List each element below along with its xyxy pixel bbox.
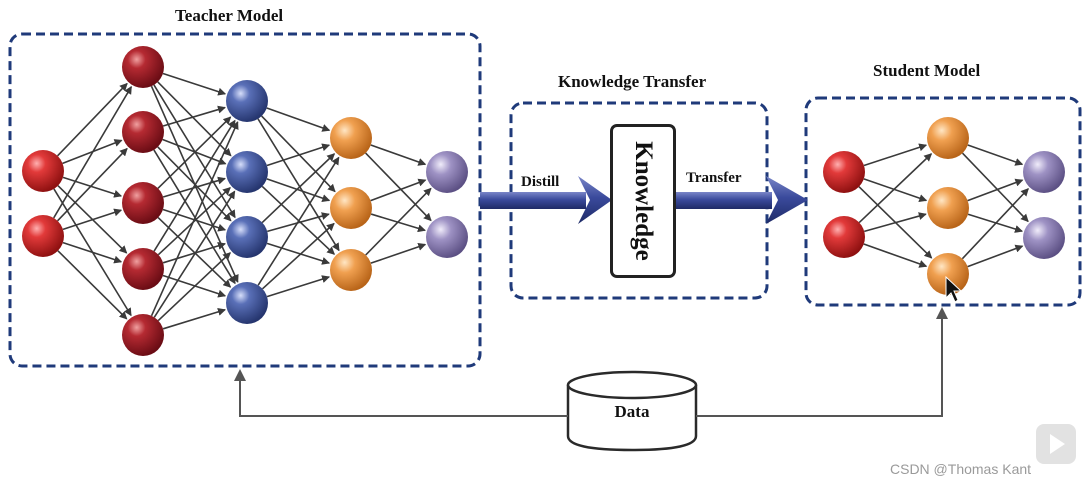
student-edge [967, 144, 1024, 166]
teacher-node-layer2-4 [122, 248, 164, 290]
teacher-node-layer2-2 [122, 111, 164, 153]
student-edge [863, 143, 928, 167]
student-model-frame [804, 96, 1082, 307]
teacher-node-layer1-2 [22, 215, 64, 257]
teacher-edge [257, 156, 340, 286]
teacher-node-layer2-3 [122, 182, 164, 224]
teacher-node-layer4-2 [330, 187, 372, 229]
teacher-edge [153, 119, 236, 252]
teacher-edge [62, 208, 123, 231]
teacher-node-layer2-1 [122, 46, 164, 88]
teacher-edge [261, 222, 335, 290]
data-connectors [234, 307, 948, 417]
student-edge [863, 243, 928, 268]
transfer-label: Transfer [686, 170, 742, 186]
teacher-edge [162, 307, 226, 330]
student-node-layer2-1 [927, 117, 969, 159]
knowledge-transfer-title: Knowledge Transfer [558, 72, 707, 91]
teacher-edge [157, 216, 232, 288]
data-label: Data [614, 402, 650, 421]
student-node-layer3-1 [1023, 151, 1065, 193]
teacher-model-title: Teacher Model [175, 6, 284, 25]
teacher-edge [150, 121, 239, 317]
teacher-edge [62, 176, 123, 198]
student-node-layer2-2 [927, 187, 969, 229]
teacher-edge [153, 190, 236, 318]
teacher-edge [153, 149, 236, 285]
teacher-edge [266, 178, 331, 202]
teacher-edge [56, 82, 128, 157]
teacher-edge [157, 252, 231, 322]
student-node-layer1-1 [823, 151, 865, 193]
teacher-node-layer3-2 [226, 151, 268, 193]
teacher-edge [266, 242, 331, 265]
teacher-edge [266, 275, 331, 298]
student-edge [967, 178, 1024, 202]
student-edge [858, 153, 933, 224]
play-icon [1036, 424, 1076, 464]
teacher-edge [257, 118, 340, 252]
teacher-edge [57, 250, 128, 320]
data-cylinder [566, 370, 698, 452]
teacher-node-layer3-4 [226, 282, 268, 324]
teacher-node-layer3-3 [226, 216, 268, 258]
teacher-edge [157, 81, 232, 157]
student-node-layer1-2 [823, 216, 865, 258]
network-edges [53, 72, 1029, 330]
network-nodes [22, 46, 1065, 356]
teacher-node-layer2-5 [122, 314, 164, 356]
mouse-cursor-icon [945, 275, 963, 303]
teacher-edge [365, 152, 432, 222]
distill-arrow [480, 176, 612, 224]
teacher-node-layer1-1 [22, 150, 64, 192]
watermark: CSDN @Thomas Kant [890, 461, 1032, 477]
teacher-edge [157, 146, 232, 222]
teacher-edge [266, 143, 331, 167]
student-edge [967, 213, 1024, 233]
teacher-edge [365, 187, 432, 256]
teacher-node-layer5-1 [426, 151, 468, 193]
teacher-edge [62, 241, 123, 264]
teacher-edge [370, 242, 427, 264]
teacher-edge [370, 178, 427, 202]
student-edge [961, 152, 1029, 223]
teacher-edge [261, 153, 336, 224]
teacher-edge [162, 241, 226, 264]
teacher-edge [266, 107, 331, 132]
transfer-arrow [676, 176, 808, 224]
teacher-edge [261, 115, 336, 193]
teacher-edge [53, 85, 132, 219]
teacher-edge [157, 116, 232, 189]
student-edge [863, 178, 928, 202]
teacher-edge [162, 105, 226, 127]
student-edge [864, 212, 927, 233]
teacher-node-layer3-1 [226, 80, 268, 122]
student-edge [967, 244, 1024, 268]
student-node-layer2-3 [927, 253, 969, 295]
teacher-node-layer4-1 [330, 117, 372, 159]
distill-label: Distill [521, 174, 560, 190]
knowledge-box: Knowledge [610, 124, 676, 278]
knowledge-box-text: Knowledge [630, 141, 657, 261]
teacher-edge [370, 144, 427, 166]
student-model-title: Student Model [873, 61, 981, 80]
teacher-node-layer5-2 [426, 216, 468, 258]
teacher-node-layer4-3 [330, 249, 372, 291]
student-node-layer3-2 [1023, 217, 1065, 259]
student-edge [961, 188, 1029, 260]
teacher-edge [162, 138, 227, 165]
teacher-edge [56, 147, 128, 222]
teacher-edge [162, 72, 227, 96]
teacher-edge [162, 274, 227, 298]
